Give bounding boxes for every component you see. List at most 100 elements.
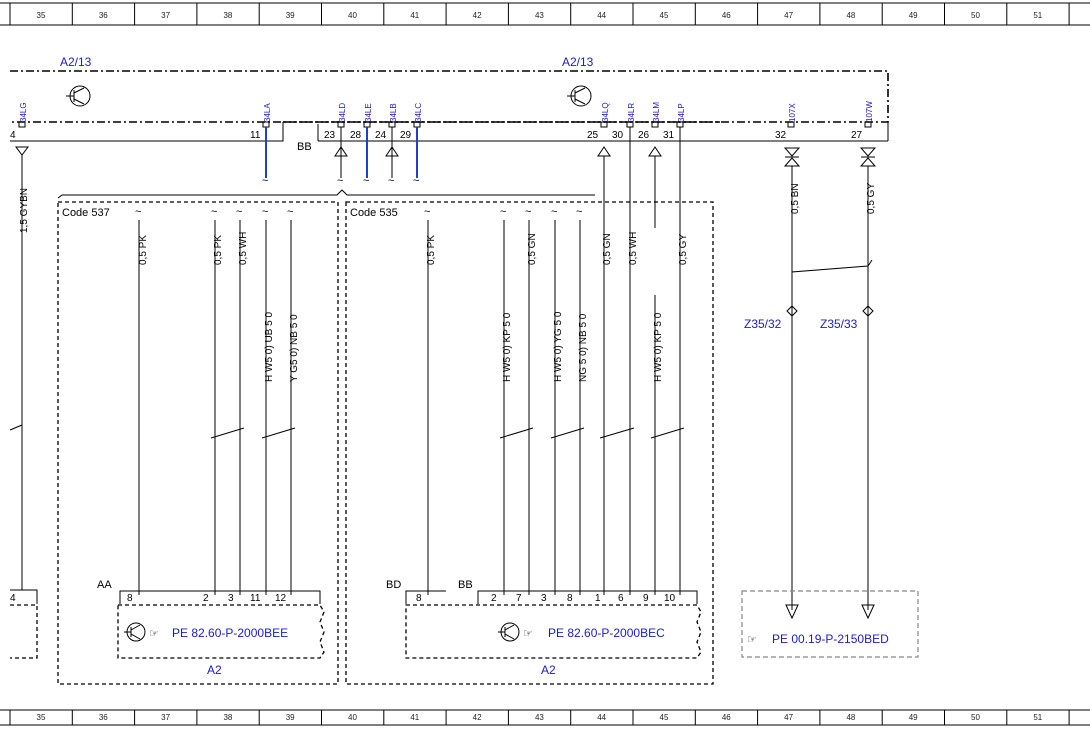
ruler-label: 35 (37, 11, 46, 20)
pin-number: 31 (663, 130, 675, 141)
ruler-label: 41 (410, 11, 419, 20)
reference-box: ☞ PE 00.19-P-2150BED (741, 590, 919, 658)
pin-number: 28 (350, 130, 362, 141)
twisted-pair-label: H W5 0) YG 5 0 (553, 311, 564, 382)
pin-number: 23 (324, 130, 336, 141)
wire-label: 0,5 GY (866, 183, 877, 214)
wires-537: ~ ~ ~ ~ ~ 0,5 PK 0,5 PK 0,5 WH H W5 0) U… (135, 206, 300, 595)
ruler-label: 41 (410, 713, 419, 722)
wire-label: 0,5 WH (628, 232, 639, 265)
pin-top: 107X 32 (775, 103, 797, 141)
reference-link[interactable]: PE 82.60-P-2000BEE (172, 626, 288, 640)
transistor-icon (567, 85, 592, 107)
twisted-pair-label: NG 5 0) NB 5 0 (578, 313, 589, 382)
pin-number: 12 (275, 593, 287, 604)
ruler-label: 46 (722, 713, 731, 722)
svg-text:~: ~ (413, 175, 419, 187)
pin-top: 34LQ 25 (587, 102, 610, 141)
transistor-icon (498, 622, 520, 642)
wires-535: ~ ~ ~ ~ ~ 0,5 PK 0,5 GN 0,5 GN 0,5 WH 0,… (424, 127, 689, 595)
pin-number: 7 (516, 593, 522, 604)
pin-number: 29 (400, 130, 412, 141)
twisted-pair-label: H W5 0) KP 5 0 (502, 312, 513, 382)
wire-label: 0,5 PK (138, 235, 149, 265)
ruler-label: 48 (846, 11, 855, 20)
a2-module-right: ☞ PE 82.60-P-2000BEC A2 (405, 604, 702, 677)
a213-unit: A2/13 A2/13 BB (10, 55, 889, 153)
ruler-label: 47 (784, 11, 793, 20)
bottom-connectors: 4 AA 8 2 3 11 12 BD 8 BB 2 7 3 8 1 6 9 1… (10, 579, 698, 659)
ruler-label: 45 (660, 713, 669, 722)
transistor-icon (124, 622, 146, 642)
ruler-label: 49 (909, 11, 918, 20)
ruler-label: 37 (161, 713, 170, 722)
wire-label: 0,5 PK (213, 235, 224, 265)
reference-link[interactable]: PE 00.19-P-2150BED (772, 632, 889, 646)
splice-point (786, 305, 798, 317)
pin-label: 107X (788, 103, 797, 122)
left-wire: 1,5 GYBN (9, 155, 30, 590)
svg-text:~: ~ (576, 206, 582, 218)
wire-label: 1,5 GYBN (19, 188, 30, 233)
pin-number: 4 (10, 593, 16, 604)
ruler-label: 42 (473, 11, 482, 20)
svg-text:~: ~ (388, 175, 394, 187)
pin-number: 2 (491, 593, 497, 604)
pin-number: 8 (567, 593, 573, 604)
bottom-ruler: 353637383940414243444546474849505152 (0, 709, 1090, 726)
ruler-label: 44 (597, 713, 606, 722)
ruler-label: 42 (473, 713, 482, 722)
svg-text:~: ~ (135, 206, 141, 218)
ruler-label: 36 (99, 713, 108, 722)
pin-number: 27 (851, 130, 863, 141)
pointer-icon: ☞ (149, 628, 159, 640)
ruler-label: 36 (99, 11, 108, 20)
pin-label: 34LE (364, 103, 373, 122)
pin-number: 4 (10, 130, 16, 141)
svg-text:~: ~ (551, 206, 557, 218)
ruler-label: 49 (909, 713, 918, 722)
upper-connections: ~ ~ ~ ~ ~ (15, 127, 877, 199)
pointer-icon: ☞ (747, 634, 757, 646)
svg-text:~: ~ (424, 206, 430, 218)
ruler-label: 37 (161, 11, 170, 20)
a213-right-label: A2/13 (562, 55, 594, 69)
ruler-label: 35 (37, 713, 46, 722)
ruler-label: 45 (660, 11, 669, 20)
pin-number: 25 (587, 130, 599, 141)
pin-label: 34LR (627, 103, 636, 122)
pin-top: 107W 27 (851, 101, 874, 141)
pin-number: 32 (775, 130, 787, 141)
pin-label: 34LQ (601, 102, 610, 122)
wire-label: 0,5 GN (527, 233, 538, 265)
pin-label: 34LM (652, 102, 661, 122)
pin-number: 3 (541, 593, 547, 604)
ruler-label: 44 (597, 11, 606, 20)
ruler-label: 39 (286, 713, 295, 722)
pin-number: 11 (250, 593, 261, 604)
reference-link[interactable]: PE 82.60-P-2000BEC (548, 626, 665, 640)
wire-label: 0,5 GY (678, 234, 689, 265)
pin-number: 9 (643, 593, 649, 604)
pin-top: 34LG 4 (10, 102, 28, 141)
pin-number: 10 (664, 593, 676, 604)
ruler-label: 40 (348, 713, 357, 722)
pin-number: 1 (595, 593, 601, 604)
wire-label: 0,5 PK (426, 235, 437, 265)
transistor-icon (66, 85, 91, 107)
code-537-label: Code 537 (62, 207, 110, 219)
pin-label: 34LC (414, 103, 423, 122)
pin-label: 34LB (389, 103, 398, 122)
code-535-label: Code 535 (350, 207, 398, 219)
svg-text:~: ~ (363, 175, 369, 187)
ruler-label: 40 (348, 11, 357, 20)
ruler-label: 50 (971, 713, 980, 722)
svg-text:~: ~ (262, 206, 268, 218)
ruler-label: 43 (535, 713, 544, 722)
connector-bb-bottom: BB (458, 579, 473, 591)
pin-number: 26 (638, 130, 650, 141)
splice-z3533: Z35/33 (820, 317, 858, 331)
pointer-icon: ☞ (523, 628, 533, 640)
splice-z3532: Z35/32 (744, 317, 782, 331)
